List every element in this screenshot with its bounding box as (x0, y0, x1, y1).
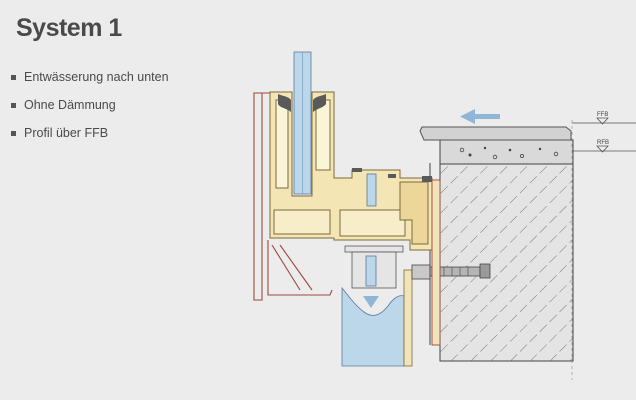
bullet-square-icon (11, 103, 16, 108)
level-lines (571, 117, 636, 380)
bullet-square-icon (11, 131, 16, 136)
glass-pane (293, 51, 312, 195)
level-marker-icon (596, 145, 609, 153)
frame-profile (269, 91, 433, 251)
feature-label: Profil über FFB (24, 126, 109, 140)
bullet-square-icon (11, 75, 16, 80)
gaskets (278, 94, 432, 182)
wall-strip (431, 179, 441, 346)
floor-tile (419, 126, 572, 141)
level-marker-icon (596, 117, 609, 125)
floor-slab (439, 139, 574, 165)
outer-frame (253, 92, 333, 301)
anchor-bolt (411, 263, 491, 280)
feature-item: Profil über FFB (10, 125, 169, 153)
ffb-label: FFB (597, 112, 608, 118)
drain-channel (344, 173, 404, 308)
rfb-label: RFB (597, 140, 609, 146)
feature-label: Ohne Dämmung (24, 98, 116, 112)
page-title: System 1 (16, 14, 122, 42)
feature-list: Entwässerung nach unten Ohne Dämmung Pro… (10, 69, 169, 153)
concrete-wall (429, 162, 574, 362)
feature-item: Ohne Dämmung (10, 97, 169, 125)
feature-item: Entwässerung nach unten (10, 69, 169, 97)
drain-pipe (341, 269, 413, 367)
feature-label: Entwässerung nach unten (24, 70, 169, 84)
water-flow-arrow-icon (460, 109, 500, 124)
drain-arrow-icon (363, 296, 379, 308)
